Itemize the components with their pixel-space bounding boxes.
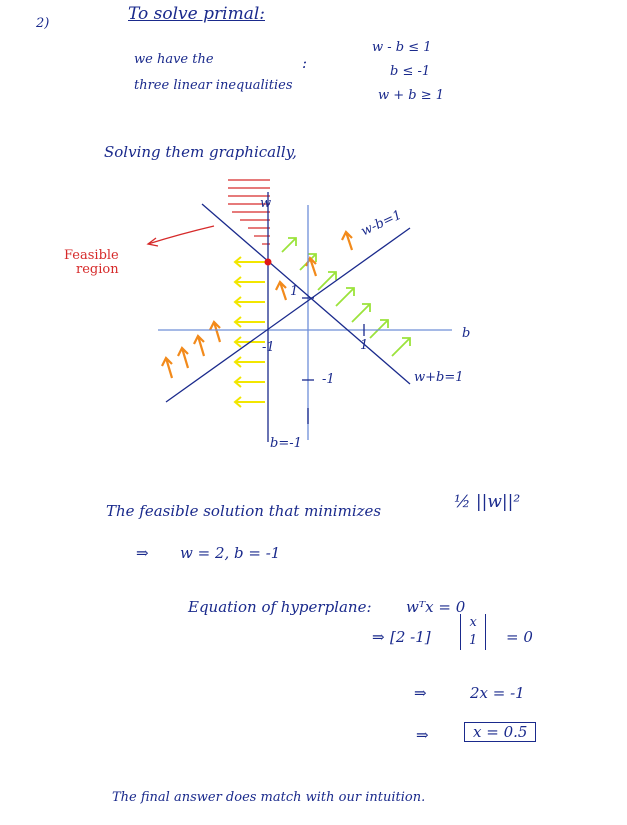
boundary-lines	[165, 192, 411, 442]
conclusion: The final answer does match with our int…	[112, 790, 426, 805]
green-arrows	[281, 237, 411, 357]
inequality-3: w + b ≥ 1	[378, 88, 445, 103]
problem-number: 2)	[36, 16, 50, 31]
intro-line-1: we have the	[134, 52, 214, 67]
tick-w-1: 1	[290, 284, 299, 299]
hyperplane-label: Equation of hyperplane:	[188, 598, 372, 616]
step1-column-vector: x 1	[460, 614, 487, 650]
yellow-arrows	[233, 256, 265, 408]
final-result-box: x = 0.5	[464, 722, 537, 742]
implies-arrow-3: ⇒	[414, 684, 427, 702]
solution-result: w = 2, b = -1	[180, 544, 281, 562]
line-w-minus-b	[165, 227, 411, 403]
feasible-region-hatch	[228, 179, 270, 245]
implies-arrow-4: ⇒	[416, 726, 429, 744]
implies-arrow-1: ⇒	[136, 544, 149, 562]
vector-entry-x: x	[469, 615, 477, 630]
hyperplane-equation: wᵀx = 0	[406, 598, 466, 616]
solution-line: The feasible solution that minimizes	[106, 502, 382, 520]
optimal-point	[264, 258, 272, 266]
step2: 2x = -1	[470, 684, 525, 702]
line-w-plus-b	[201, 203, 411, 385]
inequality-1: w - b ≤ 1	[372, 40, 432, 55]
feasible-pointer-arrow	[146, 225, 215, 247]
intro-line-2: three linear inequalities	[134, 78, 293, 93]
tick-w-neg1: -1	[322, 372, 335, 387]
intro-colon: :	[302, 54, 308, 72]
vector-entry-1: 1	[469, 633, 478, 648]
label-b-eq-neg1: b=-1	[270, 436, 302, 451]
implies-arrow-2: ⇒	[372, 628, 385, 646]
objective: ½ ||w||²	[454, 492, 521, 512]
tick-b-1: 1	[360, 338, 369, 353]
axis-w-label: w	[260, 196, 272, 211]
feasible-label-1: Feasible	[64, 248, 119, 263]
axes	[158, 205, 452, 440]
step1-equals: = 0	[506, 628, 533, 646]
feasible-label-2: region	[76, 262, 119, 277]
graph-caption: Solving them graphically,	[104, 143, 297, 161]
axis-b-label: b	[462, 326, 471, 341]
tick-b-neg1: -1	[262, 340, 275, 355]
problem-heading: To solve primal:	[128, 4, 265, 24]
orange-arrows	[161, 230, 354, 379]
inequality-2: b ≤ -1	[390, 64, 431, 79]
step1-row-vector: [2 -1]	[390, 628, 431, 646]
label-w-plus-b: w+b=1	[414, 370, 464, 385]
